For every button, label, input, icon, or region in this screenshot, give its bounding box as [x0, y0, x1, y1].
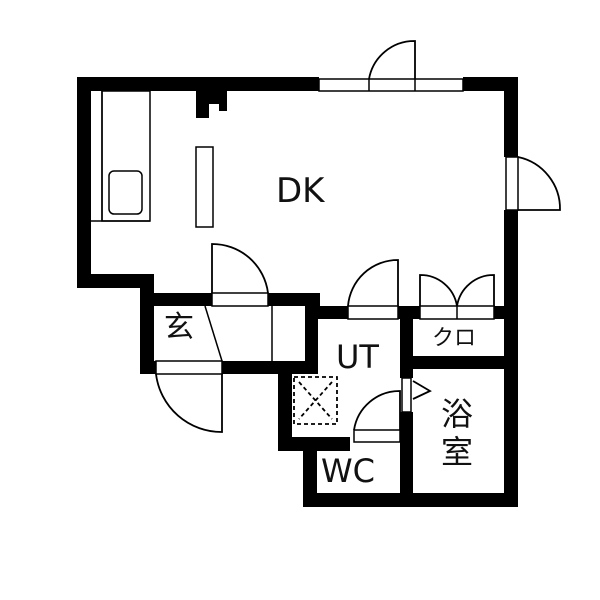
wc-door[interactable]: [353, 390, 401, 443]
room-label-closet: クロ: [432, 326, 477, 351]
walls: [77, 77, 518, 507]
shelf-strip: [195, 146, 214, 228]
entrance-inner-door[interactable]: [211, 243, 269, 307]
room-label-wc: WC: [321, 452, 375, 490]
washer-space: [293, 376, 338, 425]
sink-icon: [108, 170, 143, 215]
bath-door[interactable]: [401, 377, 432, 413]
top-window: [318, 78, 464, 92]
top-door-swing: [368, 40, 416, 80]
room-label-utility: UT: [336, 338, 379, 376]
front-door[interactable]: [155, 360, 223, 433]
closet-doors[interactable]: [419, 274, 495, 320]
utility-door[interactable]: [347, 259, 399, 320]
kitchen-counter: [91, 90, 151, 222]
room-label-dk: DK: [276, 171, 325, 211]
right-door[interactable]: [505, 156, 561, 211]
room-label-entrance: 玄: [164, 310, 194, 345]
room-label-bath: 浴室: [440, 395, 473, 471]
entrance-floor: [204, 305, 273, 362]
